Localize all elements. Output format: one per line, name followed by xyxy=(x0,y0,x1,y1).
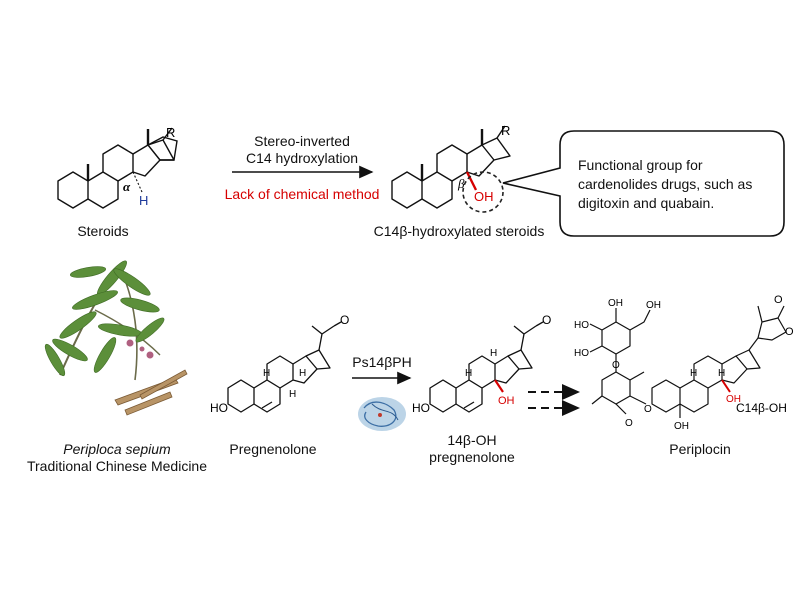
steroid-structure-fix xyxy=(146,136,178,161)
periplocin-ho-2: HO xyxy=(574,348,589,359)
periploca-plant-illustration xyxy=(44,260,188,416)
hydroxy-h-2: H xyxy=(490,348,497,359)
periplocin-oh-3: OH xyxy=(674,421,689,432)
hydroxy-pregnenolone-structure xyxy=(429,321,544,413)
periplocin-o-ring: O xyxy=(785,326,794,338)
hydroxy-oh-label: OH xyxy=(498,395,515,407)
oh-highlight-circle xyxy=(462,171,504,213)
pregnenolone-ho-label: HO xyxy=(210,401,228,415)
plant-subtitle: Traditional Chinese Medicine xyxy=(26,458,208,474)
arrow-line-2: C14 hydroxylation xyxy=(245,150,359,166)
product-r-label: R xyxy=(501,123,510,138)
pregnenolone-h-1: H xyxy=(289,389,296,400)
oh-label: OH xyxy=(474,189,494,204)
periplocin-h-2: H xyxy=(690,368,697,379)
beta-label: β xyxy=(457,176,465,191)
periplocin-caption: Periplocin xyxy=(669,441,731,457)
alpha-label: α xyxy=(123,179,131,194)
periplocin-h-1: H xyxy=(718,368,725,379)
pregnenolone-h-2: H xyxy=(263,368,270,379)
periplocin-o-3: O xyxy=(644,404,652,415)
c14-product-structure xyxy=(391,125,511,209)
periplocin-ho-1: HO xyxy=(574,320,589,331)
plant-name: Periploca sepium xyxy=(63,441,171,457)
hydroxy-h-1: H xyxy=(465,368,472,379)
periplocin-o-1: O xyxy=(612,360,620,371)
lack-of-method-note: Lack of chemical method xyxy=(224,186,380,202)
callout-bubble xyxy=(502,130,785,237)
pregnenolone-caption: Pregnenolone xyxy=(229,441,317,457)
arrow-line-1: Stereo-inverted xyxy=(254,133,350,149)
pregnenolone-h-3: H xyxy=(299,368,306,379)
hydroxy-caption-line2: pregnenolone xyxy=(429,449,515,465)
periplocin-oh-2: OH xyxy=(646,300,661,311)
enzyme-structure-image xyxy=(358,397,406,431)
steroids-caption: Steroids xyxy=(77,223,129,239)
enzyme-label: Ps14βPH xyxy=(352,354,412,370)
pregnenolone-o-label: O xyxy=(340,313,349,327)
periplocin-oh-1: OH xyxy=(608,298,623,309)
periplocin-o-2: O xyxy=(625,418,633,429)
hydroxy-ho-label: HO xyxy=(412,401,430,415)
h-atom-label: H xyxy=(139,193,148,208)
c14-product-caption: C14β-hydroxylated steroids xyxy=(373,223,545,239)
periplocin-structure xyxy=(589,305,787,418)
hydroxy-o-label: O xyxy=(542,313,551,327)
periplocin-c14-label: C14β-OH xyxy=(736,401,787,415)
hydroxy-caption-line1: 14β-OH xyxy=(447,432,497,448)
periplocin-o-top: O xyxy=(774,294,783,306)
pregnenolone-structure xyxy=(227,321,342,413)
periplocin-oh-red: OH xyxy=(726,394,741,405)
callout-text: Functional group for cardenolides drugs,… xyxy=(578,157,753,211)
steroids-r-label: R xyxy=(166,125,175,140)
